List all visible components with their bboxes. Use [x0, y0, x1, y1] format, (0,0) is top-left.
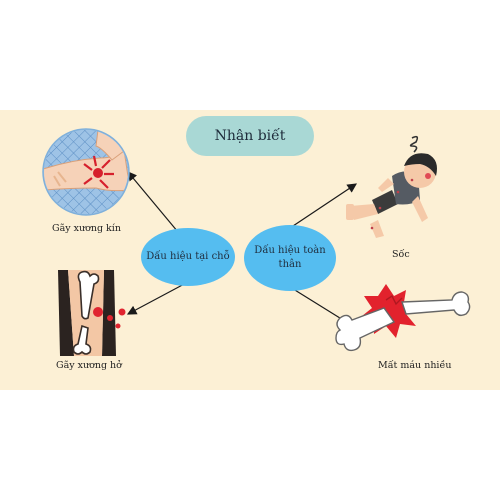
node-local-signs: Dấu hiệu tại chỗ [141, 228, 235, 286]
arrow-to-shock [289, 183, 357, 229]
node-general-signs-label: Dấu hiệu toàn thân [254, 244, 325, 272]
caption-closed-fracture: Gãy xương kín [52, 223, 121, 234]
node-local-signs-label: Dấu hiệu tại chỗ [146, 251, 230, 262]
fainted-boy-icon [346, 135, 437, 238]
node-general-signs: Dấu hiệu toàn thân [244, 225, 336, 291]
node-general-signs-line1: Dấu hiệu toàn [254, 245, 326, 256]
arm-injury-icon [42, 128, 130, 216]
title-node: Nhận biết [186, 116, 314, 156]
caption-blood-loss: Mất máu nhiều [378, 360, 452, 371]
arrow-to-open-fracture [126, 281, 189, 315]
caption-shock: Sốc [392, 249, 410, 260]
open-fracture-icon [58, 270, 126, 356]
node-general-signs-line2: thân [278, 259, 302, 270]
title-label: Nhận biết [214, 128, 286, 144]
arrows [126, 171, 358, 329]
broken-bone-icon [335, 284, 471, 352]
caption-open-fracture: Gãy xương hở [56, 360, 122, 371]
arrow-to-closed-fracture [127, 171, 179, 233]
